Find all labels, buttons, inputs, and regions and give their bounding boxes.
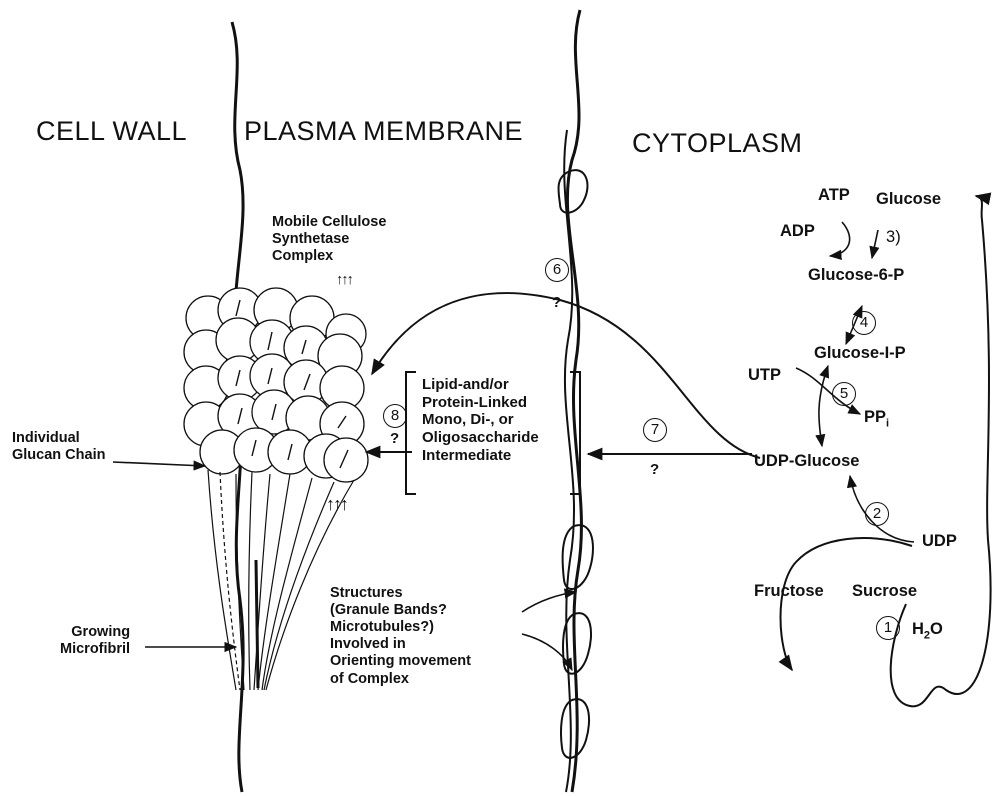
cell-wall-title: CELL WALL — [36, 116, 187, 148]
membrane-vesicle — [561, 699, 589, 758]
h2o-label: H2O — [912, 620, 943, 642]
glucose-1-p-label: Glucose-I-P — [814, 344, 906, 363]
step-8-marker: 8 — [383, 404, 407, 428]
step-2-marker: 2 — [865, 502, 889, 526]
atp-label: ATP — [818, 186, 850, 205]
intermediate-bracket-left — [406, 372, 416, 494]
synthetase-complex-globules — [184, 288, 368, 482]
complex-movement-arrows-top: ↑↑↑ — [336, 272, 352, 289]
complex-movement-arrows-bottom: ↑↑↑ — [326, 494, 347, 515]
fructose-label: Fructose — [754, 582, 824, 601]
growing-microfibril-bundle — [256, 560, 258, 688]
step-1-marker: 1 — [876, 616, 900, 640]
cytoplasm-title: CYTOPLASM — [632, 128, 803, 160]
step-7-question: ? — [650, 461, 659, 479]
adp-label: ADP — [780, 222, 815, 241]
glucan-chain-pointer-arrow — [113, 462, 205, 466]
g1p-udpg-arrow — [819, 366, 828, 446]
sucrose-label: Sucrose — [852, 582, 917, 601]
step-7-marker: 7 — [643, 418, 667, 442]
step-3-marker: 3) — [886, 228, 901, 247]
step-6-marker: 6 — [545, 258, 569, 282]
plasma-membrane-title: PLASMA MEMBRANE — [244, 116, 523, 148]
step-4-marker: 4 — [852, 311, 876, 335]
pp-label: PPi — [864, 408, 889, 430]
glucose-label: Glucose — [876, 190, 941, 209]
udp-label: UDP — [922, 532, 957, 551]
membrane-vesicle — [558, 170, 587, 213]
utp-label: UTP — [748, 366, 781, 385]
glucose-6-p-label: Glucose-6-P — [808, 266, 904, 285]
step-6-question: ? — [552, 294, 561, 312]
step-5-marker: 5 — [832, 382, 856, 406]
glucose-to-g6p-arrow — [872, 230, 878, 258]
structures-arrow-upper — [522, 592, 576, 612]
udp-glucose-label: UDP-Glucose — [754, 452, 859, 471]
step-8-question: ? — [390, 430, 399, 448]
atp-adp-curved-arrow — [830, 222, 850, 256]
structures-label: Structures(Granule Bands?Microtubules?)I… — [330, 585, 471, 688]
